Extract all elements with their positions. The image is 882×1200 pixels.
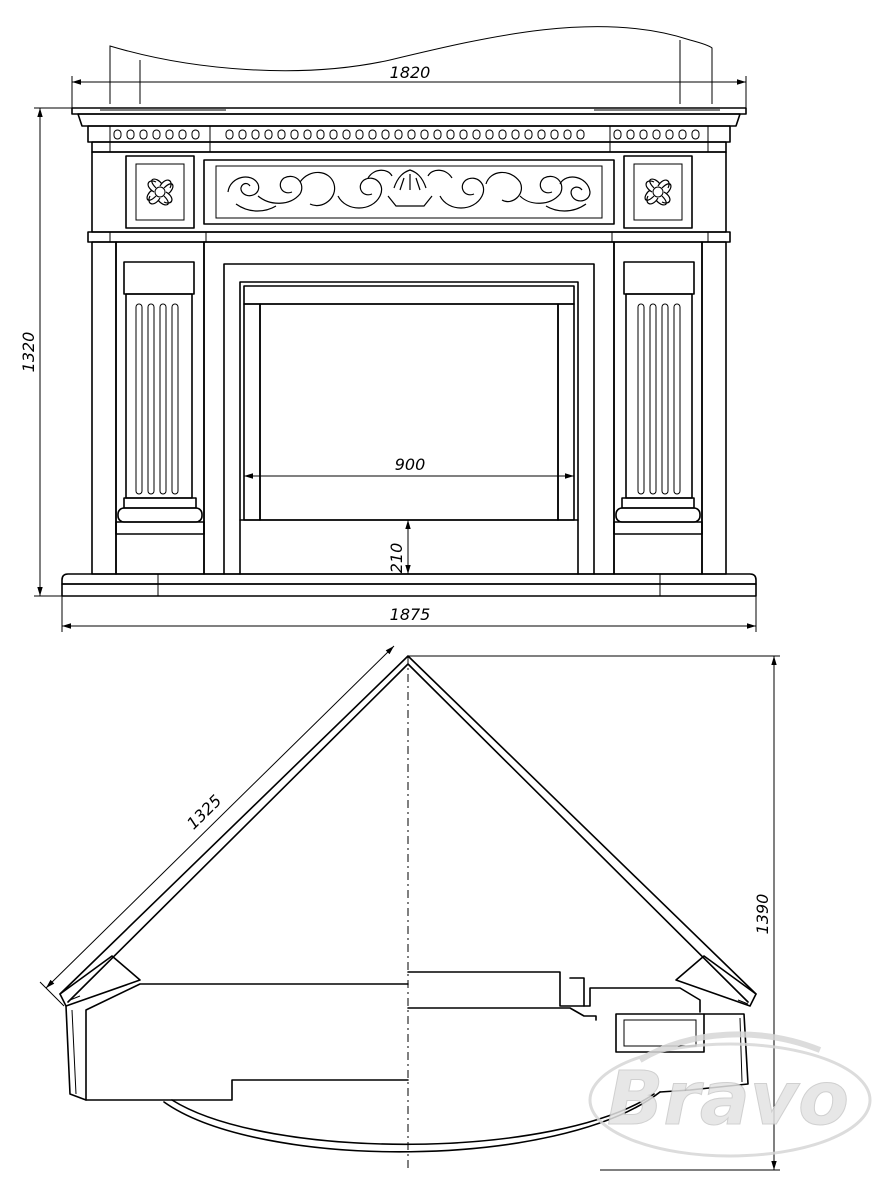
dentil	[329, 129, 338, 140]
plan-right-body	[407, 971, 749, 1093]
dentil	[113, 129, 122, 140]
outer-pilaster-right	[701, 241, 727, 575]
dentil	[472, 129, 481, 140]
dentil	[139, 129, 148, 140]
rosette-right	[644, 178, 672, 206]
dentil	[316, 129, 325, 140]
dentil	[626, 129, 635, 140]
label-1320: 1320	[19, 332, 38, 373]
dentil	[433, 129, 442, 140]
plan-left-body	[65, 983, 409, 1101]
dentil	[225, 129, 234, 140]
label-210: 210	[387, 543, 406, 574]
plan-view: 1325 1390	[39, 645, 780, 1171]
dentil	[420, 129, 429, 140]
dentil	[459, 129, 468, 140]
dentil	[691, 129, 700, 140]
dentil	[652, 129, 661, 140]
label-1820: 1820	[390, 63, 431, 82]
rosette-left	[146, 178, 174, 206]
dentil	[381, 129, 390, 140]
dentil	[342, 129, 351, 140]
dentil	[290, 129, 299, 140]
dentil	[550, 129, 559, 140]
dim-mantel-width: 1820	[71, 63, 747, 108]
dentil	[407, 129, 416, 140]
dentil	[165, 129, 174, 140]
dentil	[678, 129, 687, 140]
column-right	[613, 241, 703, 575]
mantel-cornice	[71, 107, 747, 153]
label-1875: 1875	[390, 605, 431, 624]
dentil	[152, 129, 161, 140]
dentil	[277, 129, 286, 140]
front-elevation: 1820 1320 1875 900 210	[19, 26, 757, 632]
dentil	[251, 129, 260, 140]
dentil	[368, 129, 377, 140]
dentil-row	[113, 129, 700, 140]
base-plinth	[61, 573, 757, 597]
dentil	[576, 129, 585, 140]
dentil	[524, 129, 533, 140]
dim-side-length: 1325	[39, 645, 395, 1007]
dentil	[126, 129, 135, 140]
frieze-ornament	[227, 169, 591, 212]
frieze	[91, 151, 727, 233]
dentil	[238, 129, 247, 140]
label-1390: 1390	[753, 894, 772, 935]
column-left	[115, 241, 205, 575]
label-1325: 1325	[183, 791, 225, 833]
hearth-arc	[163, 1091, 661, 1153]
dentil	[178, 129, 187, 140]
dim-firebox-width: 900	[244, 455, 574, 479]
dentil	[264, 129, 273, 140]
watermark-text: Bravo	[607, 1056, 849, 1142]
dentil	[498, 129, 507, 140]
firebox	[203, 241, 615, 575]
dentil	[511, 129, 520, 140]
dim-height: 1320	[19, 107, 72, 597]
dentil	[191, 129, 200, 140]
dentil	[537, 129, 546, 140]
dentil	[446, 129, 455, 140]
dentil	[355, 129, 364, 140]
dentil	[639, 129, 648, 140]
dentil	[563, 129, 572, 140]
dentil	[394, 129, 403, 140]
outer-pilaster-left	[91, 241, 117, 575]
dim-base-width: 1875	[61, 596, 757, 632]
dentil	[485, 129, 494, 140]
dentil	[613, 129, 622, 140]
dentil	[665, 129, 674, 140]
bravo-watermark: Bravo	[588, 1031, 872, 1158]
wall-outline	[109, 26, 713, 104]
dentil	[303, 129, 312, 140]
dim-firebox-height: 210	[387, 520, 411, 575]
dim-depth: 1390	[408, 655, 780, 1171]
label-900: 900	[395, 455, 426, 474]
